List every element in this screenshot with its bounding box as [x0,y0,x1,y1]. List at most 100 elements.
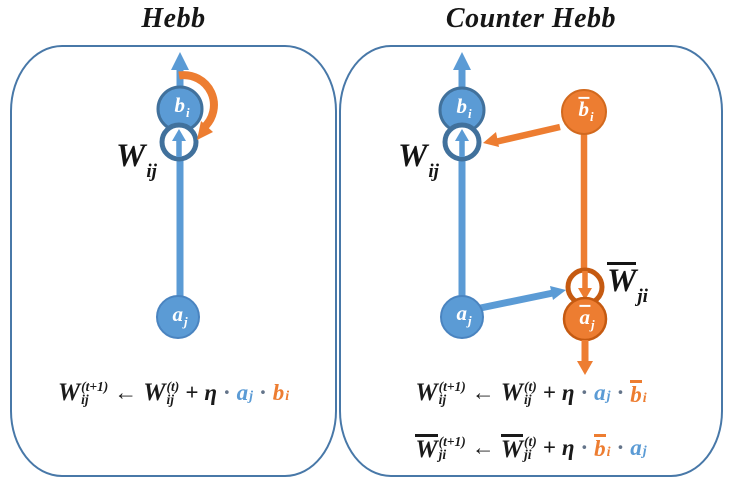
eq-rhs-sub: ij [524,392,532,407]
counter-bbar-to-wij-shaft [494,123,561,146]
eq-rhs-wbar: W [500,434,524,463]
eq-lhs-weight: W(t+1)ji [415,433,466,463]
counter-oring-inner-arrowhead [578,288,592,300]
eq-bi-base: b [272,380,285,405]
eq-bi-sub: i [285,389,290,404]
eq-assign-arrow: ← [114,380,138,405]
hebb-title: Hebb [141,3,206,34]
eq-assign-arrow: ← [471,434,495,460]
hebb-panel-box [10,45,337,477]
aj-sub: j [183,313,188,329]
wij-base: W [398,138,428,174]
eq-rhs-w: W [143,379,166,406]
eq-lhs-sup: (t+1) [81,379,109,394]
bi-sub: i [467,105,472,121]
eq-bbar-sub: i [642,390,647,406]
eq-rhs-weight: W(t)ij [143,379,179,407]
abar-sub: j [590,316,595,332]
eq-rhs-sup: (t) [524,379,537,394]
eq-plus: + [542,380,556,405]
counter-down-arrowhead [577,361,593,375]
eq-bbar-base: b [630,379,642,407]
bi-base: b [174,92,185,117]
hebb-weight-label-wij: Wij [116,138,157,182]
wbar-base: W [607,262,637,299]
counter-weight-label-wij: Wij [398,138,439,182]
eq-eta: η [561,434,575,460]
hebb-node-label-bi: bi [174,93,189,121]
eq-aj-base: a [236,380,249,405]
counter-hebb-title: Counter Hebb [445,3,617,34]
counter-node-aj-circle [440,295,484,339]
eq-lhs-weight: W(t+1)ij [415,379,465,407]
counter-up-arrowhead [453,52,471,70]
abar-base: a [579,304,590,329]
eq-lhs-sup: (t+1) [438,433,466,449]
wbar-sub: ji [637,286,648,307]
eq-bbar-base: b [594,434,606,462]
counter-ring-inner-arrowhead [455,129,469,141]
eq-aj-sub: j [642,443,647,459]
eq-rhs-sub: ji [524,446,532,462]
wij-base: W [116,138,146,174]
hebb-node-aj-circle [156,295,200,339]
eq-bbar-sub: i [606,445,611,461]
wij-sub: ij [146,161,157,182]
counter-aj-to-wji-arrowhead [550,286,566,300]
eq-lhs-wbar: W [415,434,438,463]
eq-assign-arrow: ← [471,380,495,405]
counter-weight-label-wbar-ji: Wji [607,262,648,306]
bbar-base: b [578,96,589,121]
eq-lhs-sub: ij [438,392,447,407]
eq-aj-sub: j [249,389,254,404]
eq-dot: · [259,380,267,405]
bi-sub: i [185,104,190,120]
bbar-sub: i [589,108,594,124]
bi-base: b [456,93,467,118]
eq-plus: + [542,434,556,460]
eq-dot: · [580,434,589,460]
eq-lhs-w: W [415,379,438,406]
wij-sub: ij [428,161,439,182]
aj-sub: j [467,312,472,328]
eq-dot: · [616,380,625,405]
eq-rhs-w: W [500,379,524,406]
eq-rhs-sup: (t) [524,433,537,449]
counter-node-label-aj: aj [456,301,471,329]
counter-node-label-abar-j: aj [579,304,595,333]
eq-eta: η [204,380,217,405]
eq-aj-base: a [594,380,606,405]
eq-rhs-sub: ij [166,392,175,407]
eq-lhs-sub: ji [438,446,447,462]
eq-rhs-sup: (t) [166,379,180,394]
counter-node-label-bi: bi [456,94,471,122]
eq-eta: η [561,380,575,405]
eq-rhs-weight: W(t)ij [501,379,537,407]
eq-lhs-w: W [57,379,81,406]
aj-base: a [172,301,183,326]
eq-rhs-weight: W(t)ji [500,433,537,463]
eq-aj-base: a [630,434,642,460]
eq-dot: · [580,380,589,405]
hebb-curved-arrowhead [197,121,213,140]
eq-dot: · [223,380,231,405]
hebb-up-arrowhead [171,52,189,70]
counter-bbar-to-wij-arrowhead [483,132,499,147]
eq-dot: · [616,434,625,460]
counter-node-bbar-circle [561,89,607,135]
counter-hebb-panel-box [339,45,723,477]
eq-lhs-weight: W(t+1)ij [58,379,108,407]
counter-node-label-bbar-i: bi [578,96,594,125]
eq-plus: + [185,380,199,405]
